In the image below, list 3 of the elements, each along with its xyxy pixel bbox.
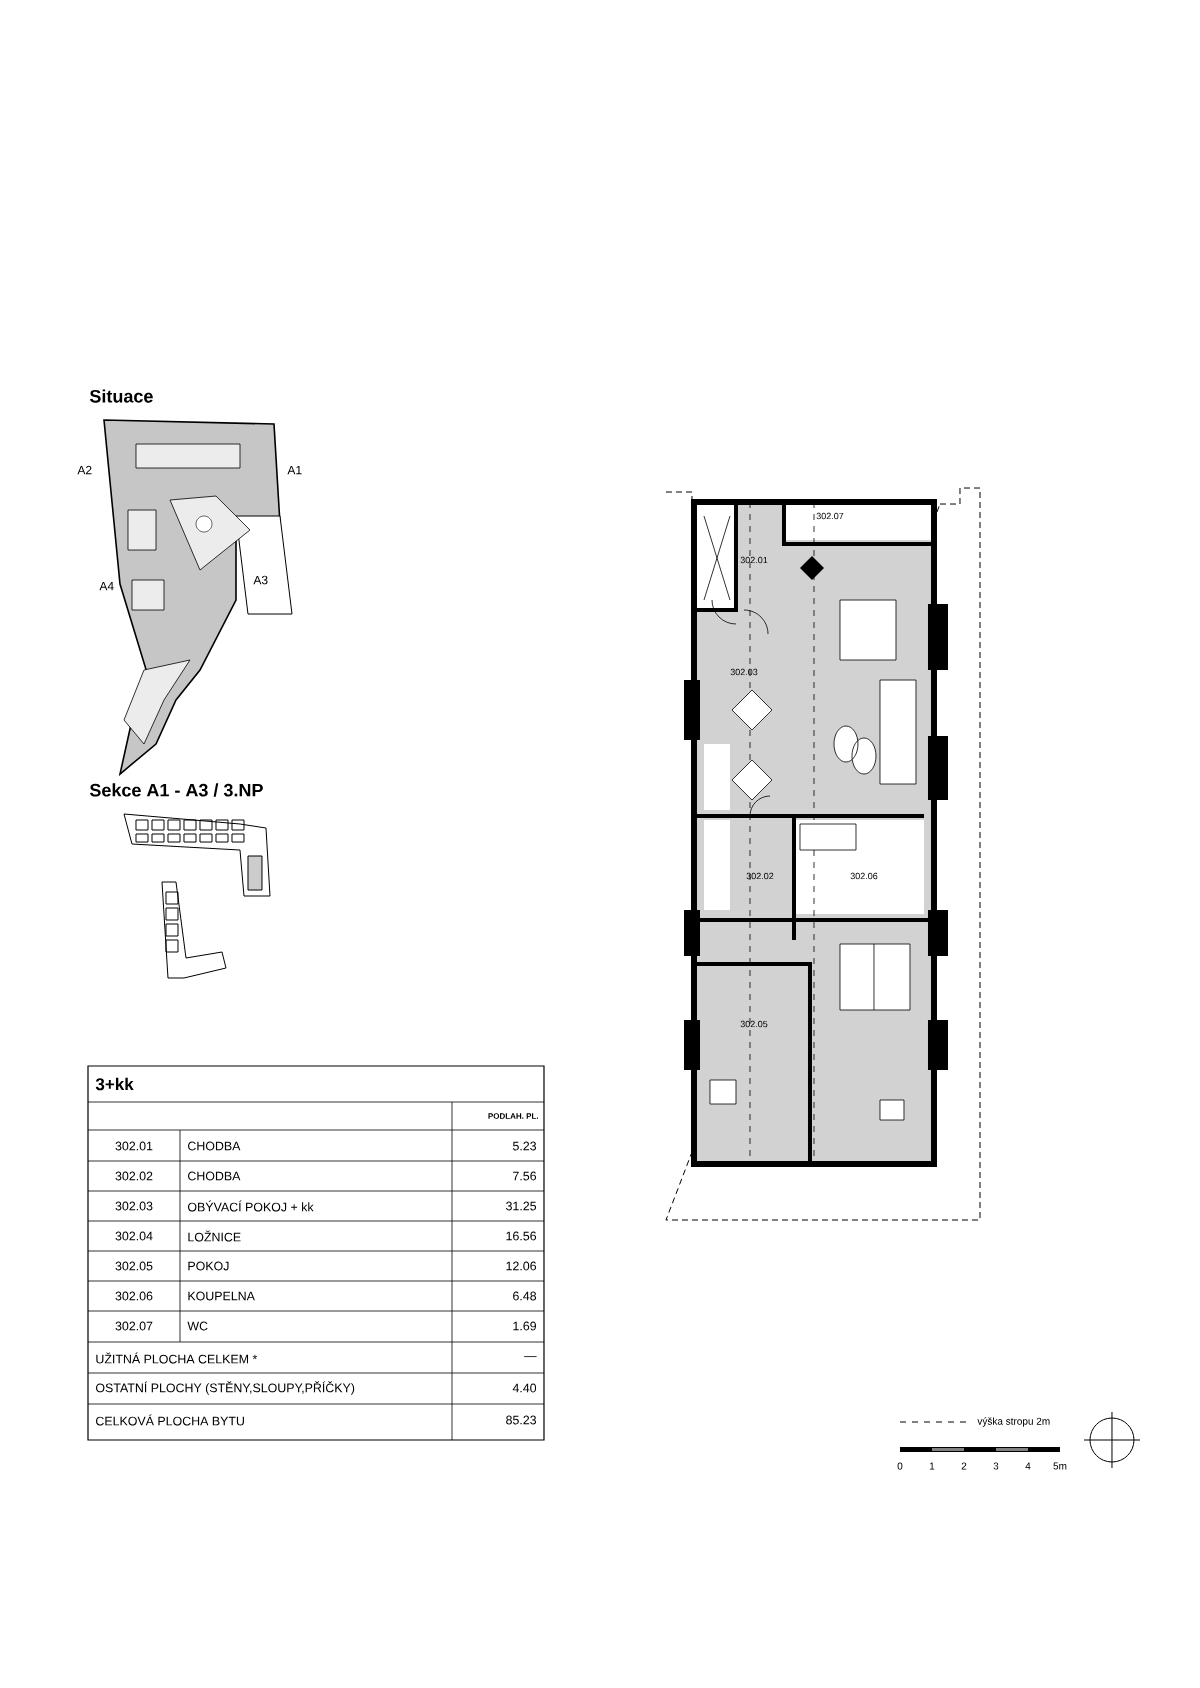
section-heading: Sekce A1 - A3 / 3.NP	[89, 783, 263, 797]
section-heading: Situace	[89, 389, 153, 403]
table-heading: 3+kk	[95, 1077, 134, 1091]
